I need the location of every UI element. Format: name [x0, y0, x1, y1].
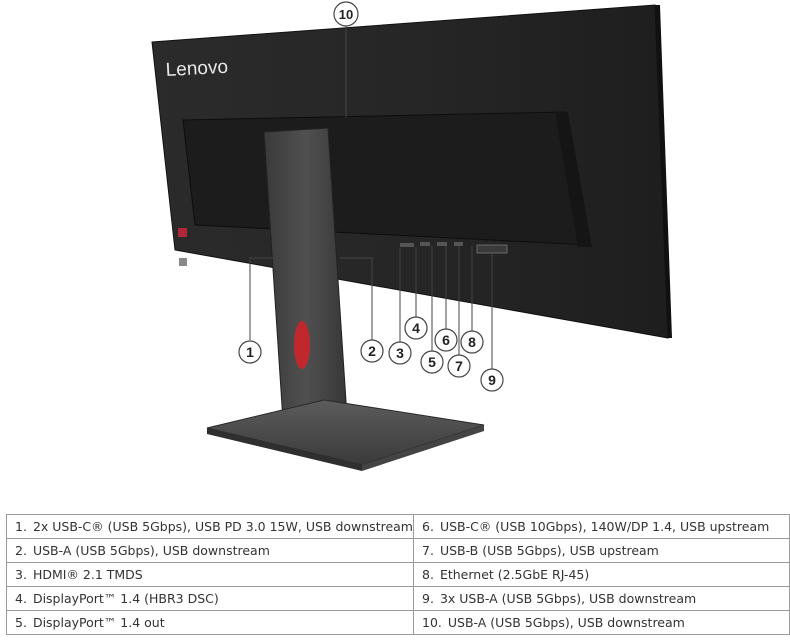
brand-logo: Lenovo — [165, 57, 228, 81]
table-row: 1.2x USB-C® (USB 5Gbps), USB PD 3.0 15W,… — [6, 514, 790, 539]
joystick-icon — [179, 258, 187, 266]
svg-text:5: 5 — [428, 354, 436, 370]
cable-hole-icon — [294, 321, 310, 369]
svg-text:2: 2 — [368, 343, 376, 359]
svg-text:4: 4 — [412, 320, 420, 336]
table-cell: 10.USB-A (USB 5Gbps), USB downstream — [413, 610, 790, 635]
svg-text:1: 1 — [246, 344, 254, 360]
table-cell: 7.USB-B (USB 5Gbps), USB upstream — [413, 538, 790, 563]
monitor-rear-diagram: Lenovo — [151, 1, 672, 471]
table-cell: 2.USB-A (USB 5Gbps), USB downstream — [6, 538, 414, 563]
ports-table: 1.2x USB-C® (USB 5Gbps), USB PD 3.0 15W,… — [6, 514, 790, 635]
table-row: 4.DisplayPort™ 1.4 (HBR3 DSC) 9.3x USB-A… — [6, 586, 790, 611]
callout-1: 1 — [238, 340, 262, 364]
callout-4: 4 — [404, 316, 428, 340]
svg-text:8: 8 — [468, 334, 476, 350]
callout-8: 8 — [460, 330, 484, 354]
table-row: 5.DisplayPort™ 1.4 out 10.USB-A (USB 5Gb… — [6, 610, 790, 635]
table-row: 3.HDMI® 2.1 TMDS 8.Ethernet (2.5GbE RJ-4… — [6, 562, 790, 587]
callout-leader-lines — [249, 26, 493, 369]
table-cell: 6.USB-C® (USB 10Gbps), 140W/DP 1.4, USB … — [413, 514, 790, 539]
table-cell: 9.3x USB-A (USB 5Gbps), USB downstream — [413, 586, 790, 611]
callout-6: 6 — [434, 328, 458, 352]
callout-5: 5 — [420, 350, 444, 374]
stand — [263, 127, 349, 437]
svg-text:9: 9 — [488, 372, 496, 388]
callout-9: 9 — [480, 368, 504, 392]
svg-text:3: 3 — [396, 345, 404, 361]
table-cell: 1.2x USB-C® (USB 5Gbps), USB PD 3.0 15W,… — [6, 514, 414, 539]
table-cell: 4.DisplayPort™ 1.4 (HBR3 DSC) — [6, 586, 414, 611]
svg-text:7: 7 — [455, 358, 463, 374]
table-cell: 5.DisplayPort™ 1.4 out — [6, 610, 414, 635]
callout-3: 3 — [388, 341, 412, 365]
svg-text:6: 6 — [442, 332, 450, 348]
stand-base — [206, 399, 485, 471]
table-row: 2.USB-A (USB 5Gbps), USB downstream 7.US… — [6, 538, 790, 563]
callout-2: 2 — [360, 339, 384, 363]
table-cell: 8.Ethernet (2.5GbE RJ-45) — [413, 562, 790, 587]
svg-text:10: 10 — [339, 7, 353, 22]
callout-10: 10 — [333, 1, 359, 27]
table-cell: 3.HDMI® 2.1 TMDS — [6, 562, 414, 587]
power-led-icon — [178, 228, 187, 237]
callout-7: 7 — [447, 354, 471, 378]
